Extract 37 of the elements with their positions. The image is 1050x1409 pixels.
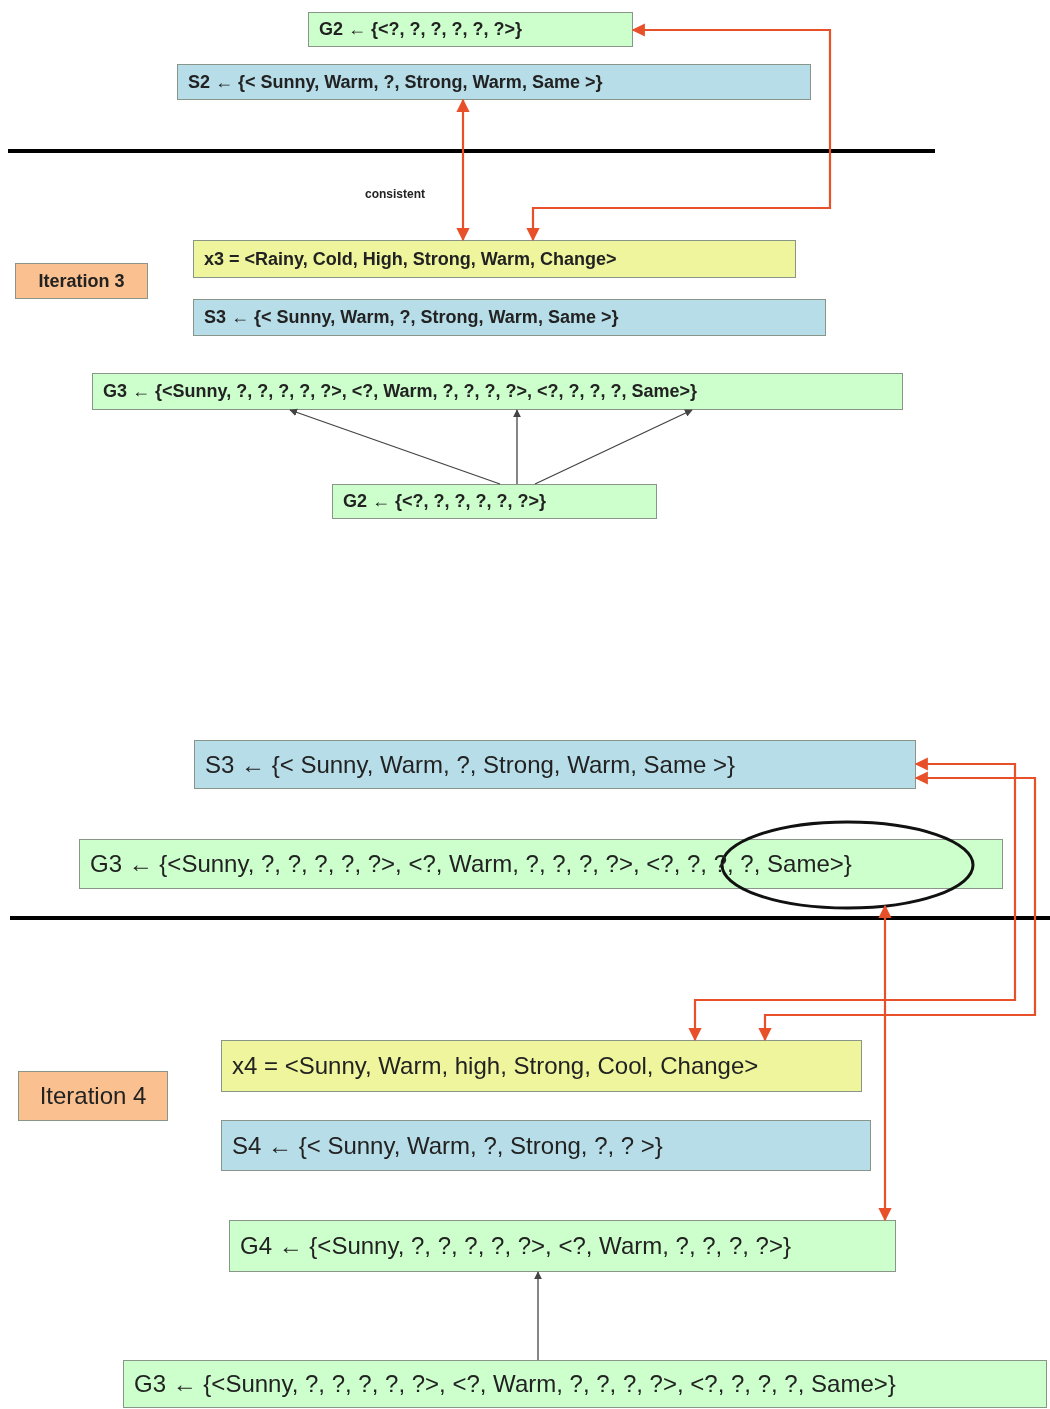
formula-box [193, 240, 796, 278]
formula-box [229, 1220, 896, 1272]
formula-text: S3 ← {< Sunny, Warm, ?, Strong, Warm, Same >} [204, 307, 619, 328]
iteration-label: Iteration 3 [38, 270, 125, 292]
formula-text: G2 ← {<?, ?, ?, ?, ?, ?>} [319, 19, 523, 40]
arrow [526, 23, 832, 242]
formula-text: G3 ← {<Sunny, ?, ?, ?, ?, ?>, <?, Warm, ?, ?, ?, ?>, <?, ?, ?, ?, Same>} [103, 381, 698, 402]
formula-text: x3 = <Rainy, Cold, High, Strong, Warm, Change> [204, 248, 617, 270]
formula-box [308, 12, 633, 47]
formula-text: G3 ← {<Sunny, ?, ?, ?, ?, ?>, <?, Warm, ?, ?, ?, ?>, <?, ?, ?, ?, Same>} [134, 1370, 896, 1398]
arrow [456, 98, 470, 242]
formula-box [332, 484, 657, 519]
arrow [534, 1271, 542, 1361]
arrow [513, 409, 521, 485]
formula-box [92, 373, 903, 410]
arrow [758, 771, 1037, 1042]
formula-text: G4 ← {<Sunny, ?, ?, ?, ?, ?>, <?, Warm, ?, ?, ?, ?>} [240, 1232, 791, 1260]
formula-box [79, 839, 1003, 889]
arrow [878, 904, 892, 1222]
arrow [534, 409, 693, 485]
formula-text: S3 ← {< Sunny, Warm, ?, Strong, Warm, Same >} [205, 750, 735, 779]
formula-text: S2 ← {< Sunny, Warm, ?, Strong, Warm, Same >} [188, 71, 603, 93]
formula-box [123, 1360, 1047, 1408]
formula-box [194, 740, 916, 789]
formula-box [221, 1040, 862, 1092]
edge-label: consistent [365, 187, 425, 201]
formula-text: G2 ← {<?, ?, ?, ?, ?, ?>} [343, 491, 547, 512]
iteration-label-box [15, 263, 148, 299]
formula-box [177, 64, 811, 100]
iteration-label-box [18, 1071, 168, 1121]
iteration-label: Iteration 4 [39, 1082, 147, 1110]
formula-box [193, 299, 826, 336]
formula-text: x4 = <Sunny, Warm, high, Strong, Cool, Change> [232, 1052, 759, 1080]
arrow [688, 757, 1017, 1042]
arrow [289, 408, 501, 485]
formula-box [221, 1120, 871, 1171]
formula-text: S4 ← {< Sunny, Warm, ?, Strong, ?, ? >} [232, 1131, 663, 1160]
